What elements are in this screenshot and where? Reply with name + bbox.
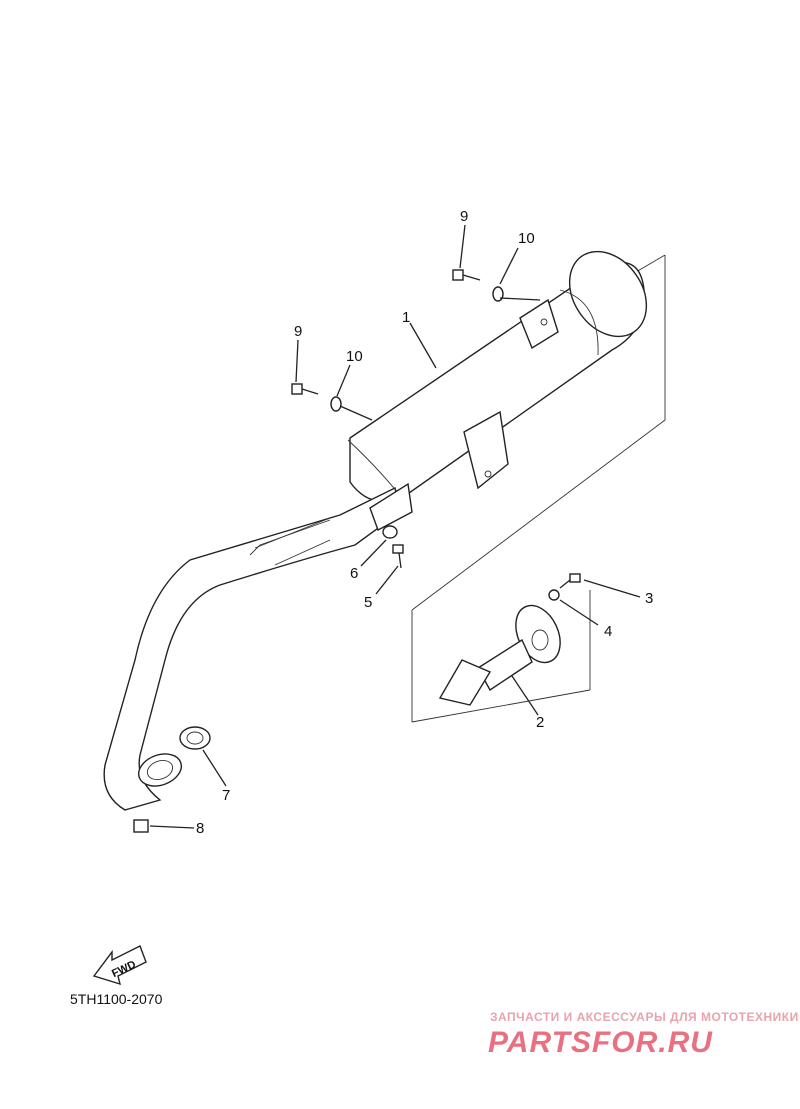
fwd-arrow: FWD	[92, 945, 147, 986]
exhaust-pipe	[103, 482, 413, 811]
watermark-logo: PARTSFOR.RU	[488, 1026, 713, 1059]
small-parts	[133, 269, 581, 833]
callout-labels: 1 2 3 4 5 6 7 8 9 9 10 10	[196, 208, 653, 837]
bolt-9-upper	[452, 269, 481, 281]
callout-3: 3	[645, 590, 653, 607]
drawing-code: 5TH1100-2070	[70, 991, 163, 1007]
callout-9-upper: 9	[460, 208, 468, 225]
screw-3	[559, 573, 581, 589]
spark-arrester-2	[438, 604, 561, 706]
washer-10-lower	[330, 396, 342, 412]
muffler	[347, 250, 648, 503]
callout-1: 1	[402, 309, 410, 326]
callout-7: 7	[222, 787, 230, 804]
callout-4: 4	[604, 623, 612, 640]
washer-4	[548, 589, 560, 601]
callout-10-upper: 10	[518, 230, 535, 247]
gasket-7	[179, 726, 211, 750]
washer-6	[382, 525, 398, 539]
watermark: ЗАПЧАСТИ И АКСЕССУАРЫ ДЛЯ МОТОТЕХНИКИ PA…	[488, 1010, 799, 1059]
callout-10-lower: 10	[346, 348, 363, 365]
nut-8	[133, 819, 149, 833]
callout-9-lower: 9	[294, 323, 302, 340]
callout-5: 5	[364, 594, 372, 611]
bolt-9-lower	[291, 383, 319, 395]
watermark-tagline: ЗАПЧАСТИ И АКСЕССУАРЫ ДЛЯ МОТОТЕХНИКИ	[490, 1010, 799, 1024]
bolt-5	[392, 544, 404, 569]
leader-lines	[149, 224, 641, 829]
callout-2: 2	[536, 714, 544, 731]
assembly-frame	[411, 254, 666, 723]
washer-10-upper	[492, 286, 504, 302]
callout-6: 6	[350, 565, 358, 582]
callout-8: 8	[196, 820, 204, 837]
